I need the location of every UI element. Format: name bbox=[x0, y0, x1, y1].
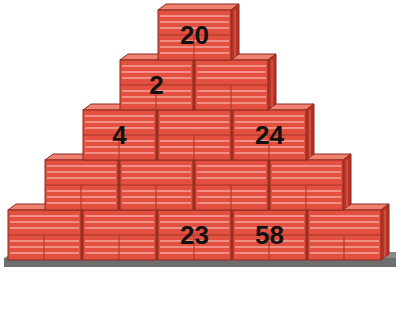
brick bbox=[120, 54, 201, 110]
brick bbox=[158, 104, 239, 160]
brick-number: 58 bbox=[255, 222, 284, 248]
brick bbox=[233, 204, 314, 260]
number-brick: 20 bbox=[158, 10, 231, 60]
brick bbox=[270, 154, 351, 210]
brick bbox=[158, 4, 239, 60]
brick bbox=[83, 204, 164, 260]
number-brick: 4 bbox=[83, 110, 156, 160]
number-brick: 23 bbox=[158, 210, 231, 260]
brick bbox=[8, 204, 89, 260]
brick-number: 2 bbox=[149, 72, 163, 98]
brick-number: 24 bbox=[255, 122, 284, 148]
brick bbox=[120, 154, 201, 210]
brick-number: 23 bbox=[180, 222, 209, 248]
brick bbox=[158, 204, 239, 260]
number-brick: 58 bbox=[233, 210, 306, 260]
brick-number: 20 bbox=[180, 22, 209, 48]
brick bbox=[83, 104, 164, 160]
brick bbox=[308, 204, 389, 260]
number-brick: 2 bbox=[120, 60, 193, 110]
brick bbox=[195, 54, 276, 110]
brick bbox=[45, 154, 126, 210]
number-brick: 24 bbox=[233, 110, 306, 160]
brick bbox=[195, 154, 276, 210]
brick bbox=[233, 104, 314, 160]
brick-number: 4 bbox=[112, 122, 126, 148]
